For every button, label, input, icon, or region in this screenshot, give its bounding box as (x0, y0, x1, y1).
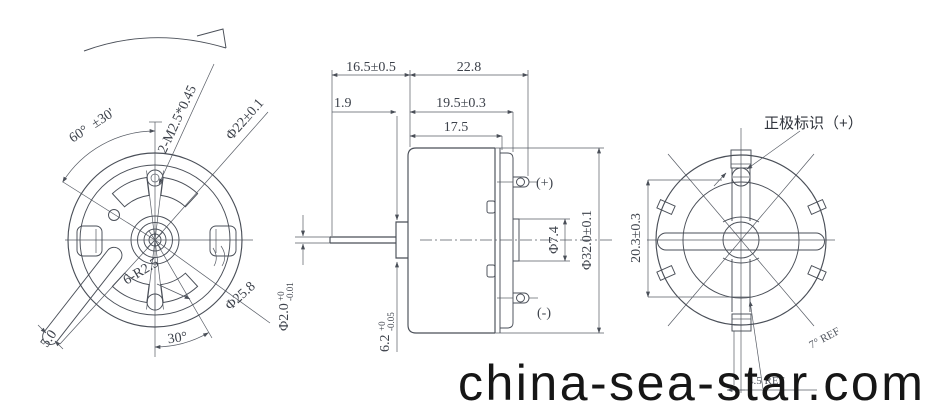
positive-terminal-screw (731, 167, 751, 187)
dim-terminal-spacing: 20.3±0.3 (629, 213, 644, 263)
dim-shaft-length: 16.5±0.5 (346, 60, 396, 75)
dim-bolt-circle: Φ22±0.1 (223, 96, 267, 143)
dim-total-length: 22.8 (457, 60, 482, 75)
slot-top-right (160, 176, 199, 208)
dim-shaft-dia: Φ2.0 +0 -0.01 (276, 282, 295, 331)
bushing (395, 221, 408, 259)
shaft (329, 236, 396, 244)
bottom-tab (731, 313, 752, 332)
dim-slot-width: 5.0 (38, 328, 60, 351)
label-positive-terminal: (+) (536, 176, 554, 191)
dim-angle-60: 60° ±30' (67, 106, 118, 146)
terminal-positive (497, 176, 538, 188)
slot-bottom-right (160, 272, 199, 304)
label-negative-terminal: (-) (537, 306, 551, 321)
center-bearing (722, 221, 760, 259)
cross-bar (657, 232, 825, 251)
motor-body (407, 147, 496, 334)
rear-view: 正极标识（+） 20.3±0.3 7° REF 4.5 REF (629, 115, 863, 393)
elongated-slot (37, 246, 123, 350)
slot-bottom-left (111, 272, 150, 304)
terminal-negative (497, 292, 538, 304)
cutout-left (76, 225, 103, 257)
end-cap (500, 152, 514, 329)
watermark-text: china-sea-star.com (458, 355, 925, 411)
slot-top-left (111, 176, 150, 208)
dim-offset-ref: 4.5 REF (748, 375, 785, 387)
dim-angle-ref: 7° REF (807, 325, 842, 351)
rear-boss (513, 218, 520, 262)
cutout-right (209, 225, 237, 257)
dim-screw-spec: 2-M2.5*0.45 (156, 83, 200, 156)
pilot-hole (108, 209, 120, 221)
svg-text:-0.05: -0.05 (386, 312, 396, 331)
svg-text:+0: +0 (377, 321, 387, 331)
side-view: 16.5±0.5 22.8 1.9 19.5±0.3 17.5 Φ2.0 +0 … (276, 60, 612, 352)
svg-text:-0.01: -0.01 (285, 282, 295, 301)
svg-text:6.2: 6.2 (378, 335, 393, 353)
dim-angle-30: 30° (167, 330, 189, 348)
svg-text:Φ2.0: Φ2.0 (277, 303, 292, 331)
label-positive-mark: 正极标识（+） (764, 115, 863, 132)
dim-bushing-length: 1.9 (334, 96, 352, 111)
front-view: 60° ±30' 2-M2.5*0.45 Φ22±0.1 6-R2.5 Φ25.… (37, 28, 271, 357)
rotation-direction-icon (83, 28, 227, 52)
dim-outer-dia: Φ25.8 (223, 279, 259, 313)
dim-body-dia: Φ32.0±0.1 (580, 210, 595, 270)
dim-corner-radius: 6-R2.5 (121, 256, 162, 289)
dim-length-17-5: 17.5 (444, 120, 469, 135)
dim-length-19-5: 19.5±0.3 (436, 96, 486, 111)
dim-bushing-dia: 6.2 +0 -0.05 (377, 312, 396, 352)
dim-rear-boss-dia: Φ7.4 (547, 226, 562, 254)
svg-text:+0: +0 (276, 291, 286, 301)
